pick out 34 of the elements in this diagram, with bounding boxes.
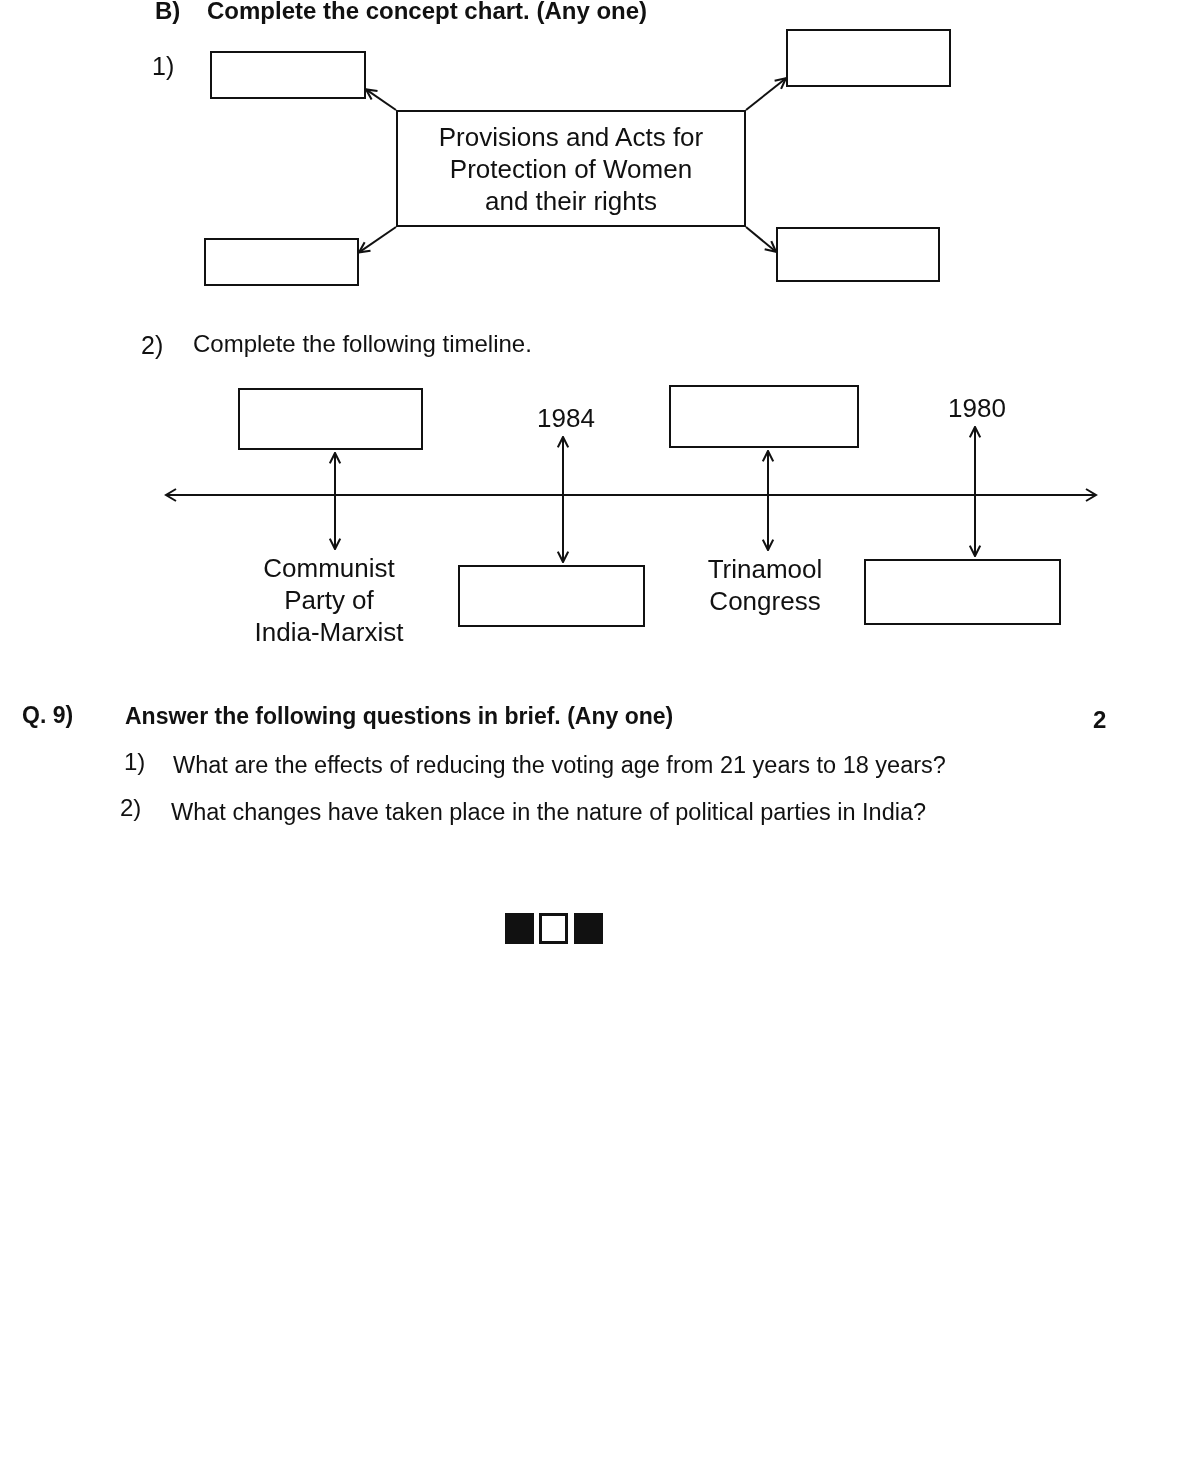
- double-arrow: [968, 425, 982, 558]
- question-text: What are the effects of reducing the voting age from 21 years to 18 years?: [173, 751, 946, 780]
- answer-box: [776, 227, 940, 282]
- item-number: 2): [120, 794, 142, 823]
- section-number: B): [155, 0, 181, 26]
- answer-box: [238, 388, 423, 450]
- section-heading: Complete the concept chart. (Any one): [207, 0, 648, 26]
- double-arrow: [328, 451, 342, 551]
- arrow: [745, 77, 788, 111]
- double-arrow: [761, 449, 775, 552]
- year-label: 1984: [536, 402, 596, 434]
- marks-number: 2: [1093, 706, 1107, 735]
- answer-box: [458, 565, 645, 627]
- year-label: 1980: [947, 392, 1007, 424]
- arrow: [364, 88, 397, 111]
- arrow: [745, 226, 778, 253]
- topic-box: [396, 110, 746, 227]
- double-arrow: [556, 435, 570, 564]
- answer-box: [204, 238, 359, 286]
- item-number: 1): [124, 748, 146, 777]
- party-label: Trinamool Congress: [697, 553, 833, 617]
- question-heading: Answer the following questions in brief. (Any one): [125, 703, 674, 731]
- item-number: 1): [152, 51, 175, 81]
- instruction-text: Complete the following timeline.: [193, 330, 532, 359]
- answer-box: [669, 385, 859, 448]
- answer-box: [864, 559, 1061, 625]
- question-text: What changes have taken place in the nature of political parties in India?: [171, 798, 927, 827]
- answer-box: [786, 29, 951, 87]
- item-number: 2): [141, 330, 164, 360]
- question-number: Q. 9): [22, 702, 74, 730]
- party-label: Communist Party of India-Marxist: [250, 552, 408, 648]
- answer-box: [210, 51, 366, 99]
- topic-text: Provisions and Acts for Protection of Women and their rights: [437, 120, 705, 217]
- arrow: [357, 226, 397, 254]
